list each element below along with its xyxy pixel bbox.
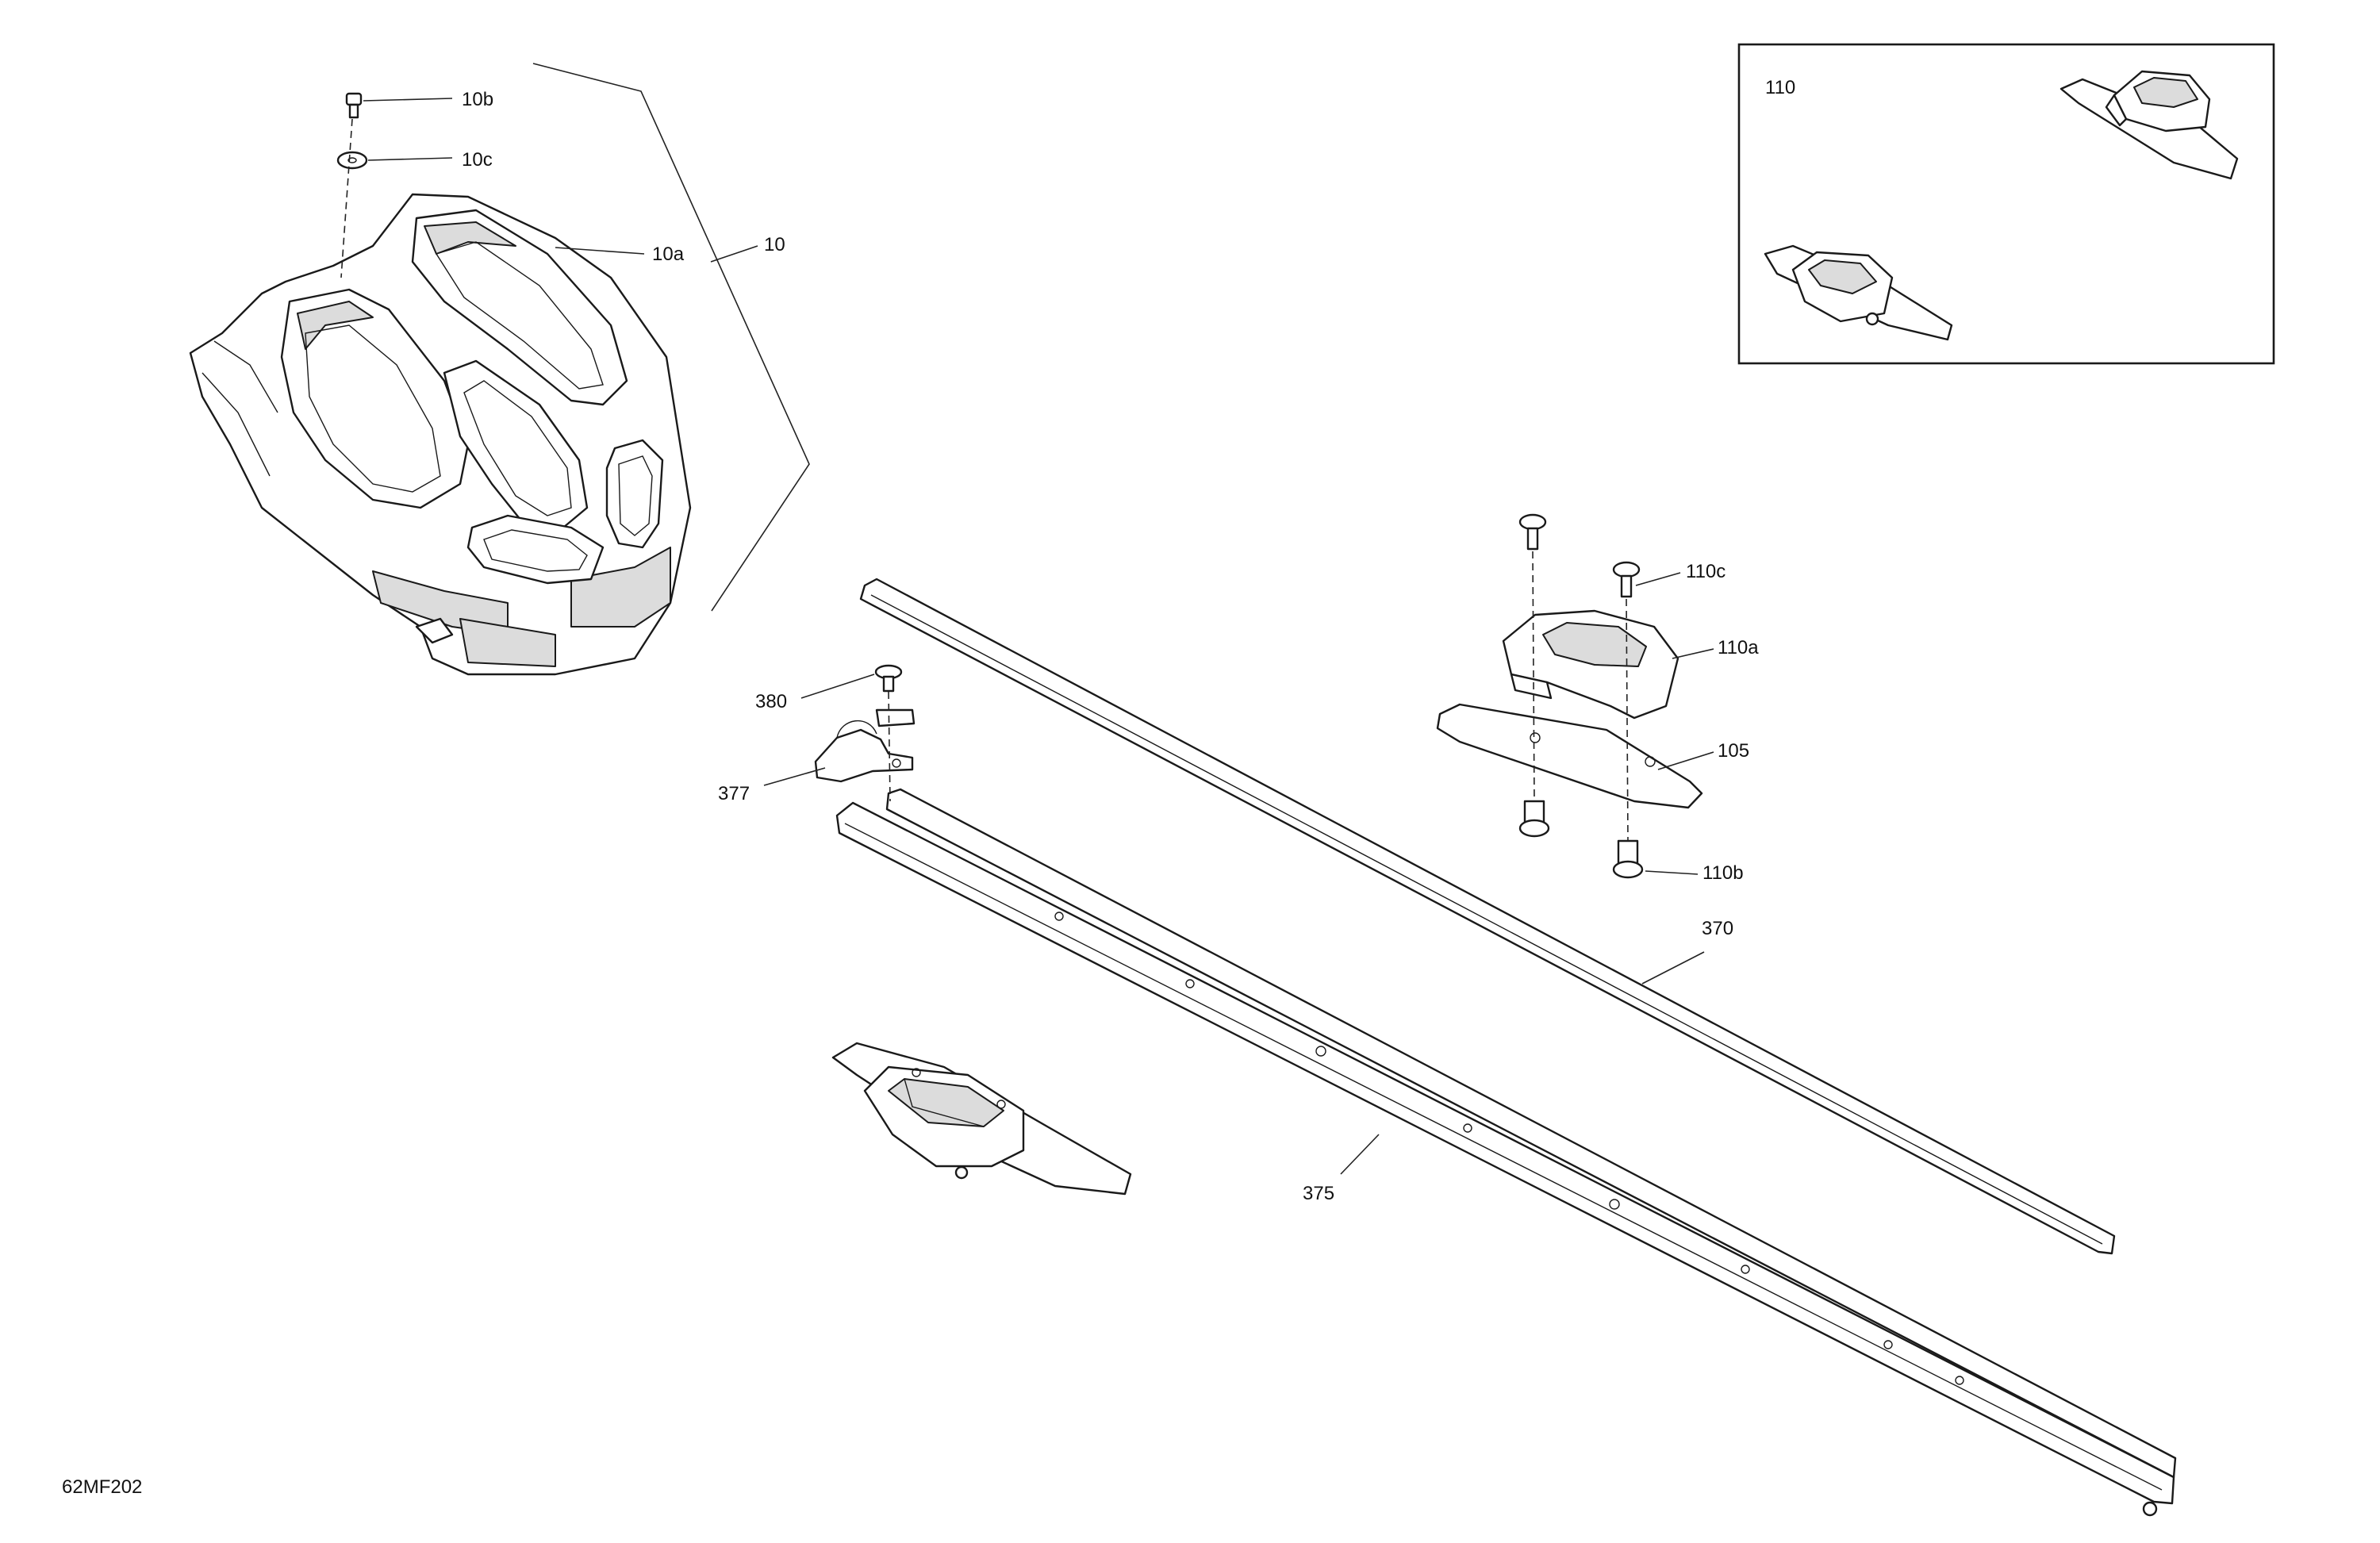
plate-105 <box>1436 703 1703 809</box>
clamp-377 <box>814 708 916 783</box>
leader-377 <box>763 767 826 786</box>
screw-110c-left <box>1518 513 1547 551</box>
handle-110a <box>1502 609 1679 720</box>
washer-10c <box>336 151 453 170</box>
callout-10c: 10c <box>462 149 493 171</box>
leader-105 <box>1657 751 1714 770</box>
leader-10a <box>555 247 645 255</box>
rivet-380 <box>874 664 903 693</box>
nut-110b-left <box>1518 800 1550 838</box>
callout-110b: 110b <box>1702 862 1744 884</box>
callout-375: 375 <box>1303 1183 1334 1204</box>
handle-assembly-loose <box>831 1042 1132 1196</box>
screw-110c-right <box>1612 561 1641 598</box>
leader-10 <box>710 245 758 263</box>
callout-370: 370 <box>1702 918 1733 939</box>
callout-110-inset: 110 <box>1765 77 1795 98</box>
leader-110c <box>1635 572 1681 586</box>
callout-380: 380 <box>755 691 787 712</box>
callout-377: 377 <box>718 783 750 804</box>
leader-370 <box>1641 951 1705 985</box>
axis-110-left <box>1532 551 1535 802</box>
nut-110b-right <box>1612 839 1644 879</box>
bracket-10 <box>532 63 810 612</box>
storage-tray-10a <box>189 193 692 676</box>
callout-105: 105 <box>1718 740 1749 762</box>
leader-375 <box>1340 1134 1380 1175</box>
axis-110-right <box>1626 598 1629 842</box>
rail-375 <box>835 788 2177 1517</box>
callout-10: 10 <box>764 234 785 255</box>
callout-110a: 110a <box>1718 637 1759 658</box>
inset-box-110 <box>1737 43 2275 365</box>
leader-110b <box>1645 870 1699 875</box>
diagram-code: 62MF202 <box>62 1476 142 1498</box>
axis-10 <box>340 118 353 278</box>
screw-10b <box>345 92 453 119</box>
leader-380 <box>800 674 875 699</box>
leader-110a <box>1672 648 1714 659</box>
rail-370 <box>859 578 2116 1255</box>
callout-110c: 110c <box>1686 561 1726 582</box>
callout-10a: 10a <box>652 244 685 265</box>
axis-377 <box>888 691 891 802</box>
callout-10b: 10b <box>462 89 493 110</box>
